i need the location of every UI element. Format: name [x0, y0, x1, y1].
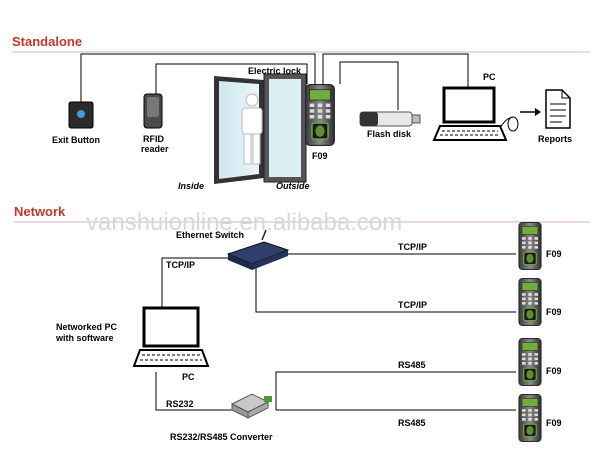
section-title-network: Network: [14, 204, 66, 219]
electric-lock-label: Electric lock: [248, 66, 302, 76]
pc-label-standalone: PC: [483, 72, 496, 82]
tcpip-label-left: TCP/IP: [166, 260, 195, 270]
rfid-reader-label-line2: reader: [141, 144, 169, 154]
converter-label: RS232/RS485 Converter: [170, 432, 273, 442]
f09-device-network-1: [518, 222, 542, 270]
inside-label: Inside: [178, 181, 204, 191]
reports-label: Reports: [538, 134, 572, 144]
f09-device-network-3: [518, 338, 542, 386]
flash-disk-device: [359, 111, 421, 127]
exit-button-device: [68, 101, 94, 129]
tcpip-label-1: TCP/IP: [398, 242, 427, 252]
tcpip-label-2: TCP/IP: [398, 300, 427, 310]
rs485-label-2: RS485: [398, 418, 426, 428]
arrow-to-reports: [520, 108, 541, 116]
f09-label-network-2: F09: [546, 307, 562, 317]
rs232-label: RS232: [166, 399, 194, 409]
standalone-wiring: [80, 53, 469, 110]
rs485-label-1: RS485: [398, 360, 426, 370]
rfid-reader-label-line1: RFID: [143, 134, 164, 144]
pc-standalone-device: [432, 86, 519, 141]
pc-label-network: PC: [182, 372, 195, 382]
exit-button-label: Exit Button: [52, 135, 100, 145]
networked-pc-label-line2: with software: [55, 333, 114, 343]
f09-device-standalone: [305, 84, 335, 146]
outside-label: Outside: [276, 181, 310, 191]
f09-device-network-4: [518, 394, 542, 442]
rfid-reader-device: [143, 93, 163, 129]
networked-pc-label-line1: Networked PC: [56, 322, 118, 332]
networked-pc-device: [132, 306, 210, 367]
f09-device-network-2: [518, 278, 542, 326]
f09-label-standalone: F09: [312, 151, 328, 161]
f09-label-network-1: F09: [546, 249, 562, 259]
section-title-standalone: Standalone: [12, 34, 82, 49]
network-wiring: [155, 253, 516, 411]
ethernet-switch-label: Ethernet Switch: [176, 230, 244, 240]
flash-disk-label: Flash disk: [367, 129, 412, 139]
f09-label-network-3: F09: [546, 366, 562, 376]
watermark-text: vanshuionline.en.alibaba.com: [86, 209, 402, 236]
rs232-rs485-converter-device: [230, 393, 272, 419]
door-graphic: [214, 73, 307, 184]
reports-document-icon: [545, 89, 571, 129]
ethernet-switch-device: [226, 229, 290, 270]
f09-label-network-4: F09: [546, 418, 562, 428]
